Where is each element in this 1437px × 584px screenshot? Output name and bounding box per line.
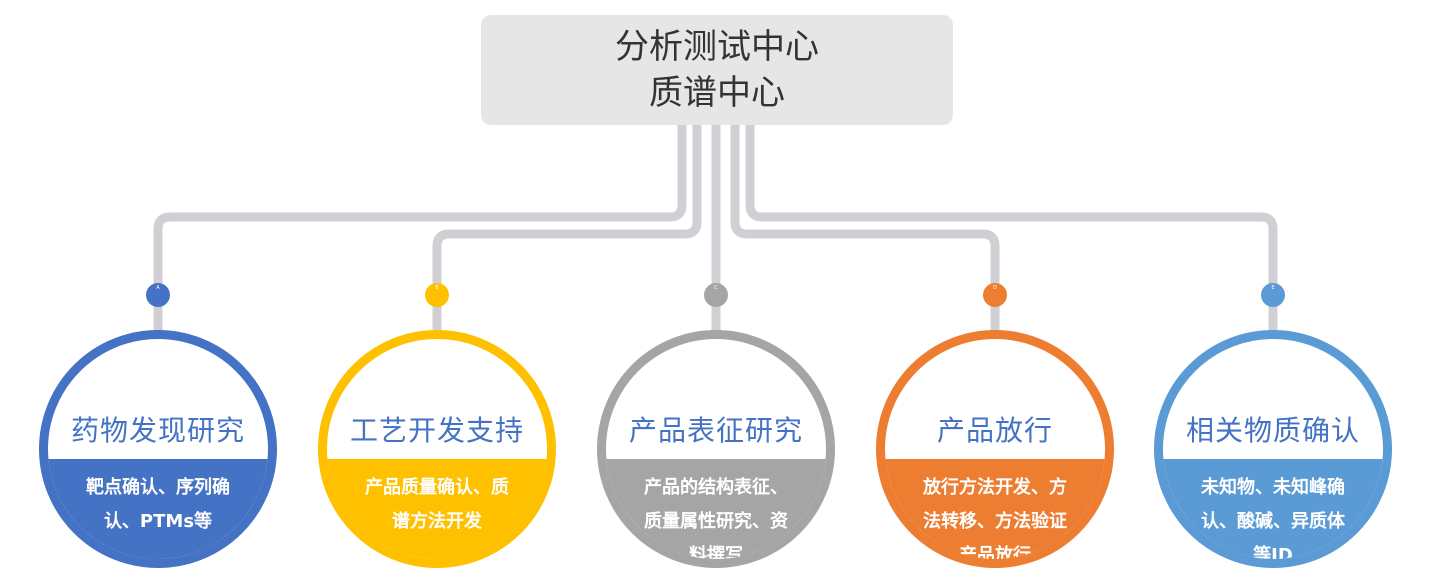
node-title: 药物发现研究 — [70, 414, 245, 447]
connector-d — [730, 120, 1000, 340]
node-related-substance: 相关物质确认 未知物、未知峰确认、酸碱、异质体等ID — [1154, 330, 1392, 568]
marker-dot-a: A — [146, 283, 170, 307]
node-product-release: 产品放行 放行方法开发、方法转移、方法验证产品放行 — [876, 330, 1114, 568]
node-description: 靶点确认、序列确认、PTMs等 — [48, 459, 268, 559]
node-title: 产品表征研究 — [628, 414, 803, 447]
node-title: 产品放行 — [936, 414, 1053, 447]
node-title: 相关物质确认 — [1185, 414, 1360, 447]
connector-a — [153, 120, 687, 340]
node-description: 放行方法开发、方法转移、方法验证产品放行 — [885, 459, 1105, 559]
root-title-line1: 分析测试中心 — [615, 27, 819, 67]
node-title: 工艺开发支持 — [349, 414, 524, 447]
node-process-development: 工艺开发支持 产品质量确认、质谱方法开发 — [318, 330, 556, 568]
root-node: 分析测试中心 质谱中心 — [481, 15, 953, 125]
marker-dot-b: B — [425, 283, 449, 307]
node-description: 未知物、未知峰确认、酸碱、异质体等ID — [1163, 459, 1383, 559]
node-description: 产品的结构表征、质量属性研究、资料撰写 — [606, 459, 826, 559]
marker-dot-c: C — [704, 283, 728, 307]
marker-dot-d: D — [983, 283, 1007, 307]
node-product-characterization: 产品表征研究 产品的结构表征、质量属性研究、资料撰写 — [597, 330, 835, 568]
marker-dot-e: E — [1261, 283, 1285, 307]
node-description: 产品质量确认、质谱方法开发 — [327, 459, 547, 559]
node-drug-discovery: 药物发现研究 靶点确认、序列确认、PTMs等 — [39, 330, 277, 568]
connector-b — [432, 120, 702, 340]
root-title-line2: 质谱中心 — [649, 73, 785, 113]
connector-e — [745, 120, 1278, 340]
